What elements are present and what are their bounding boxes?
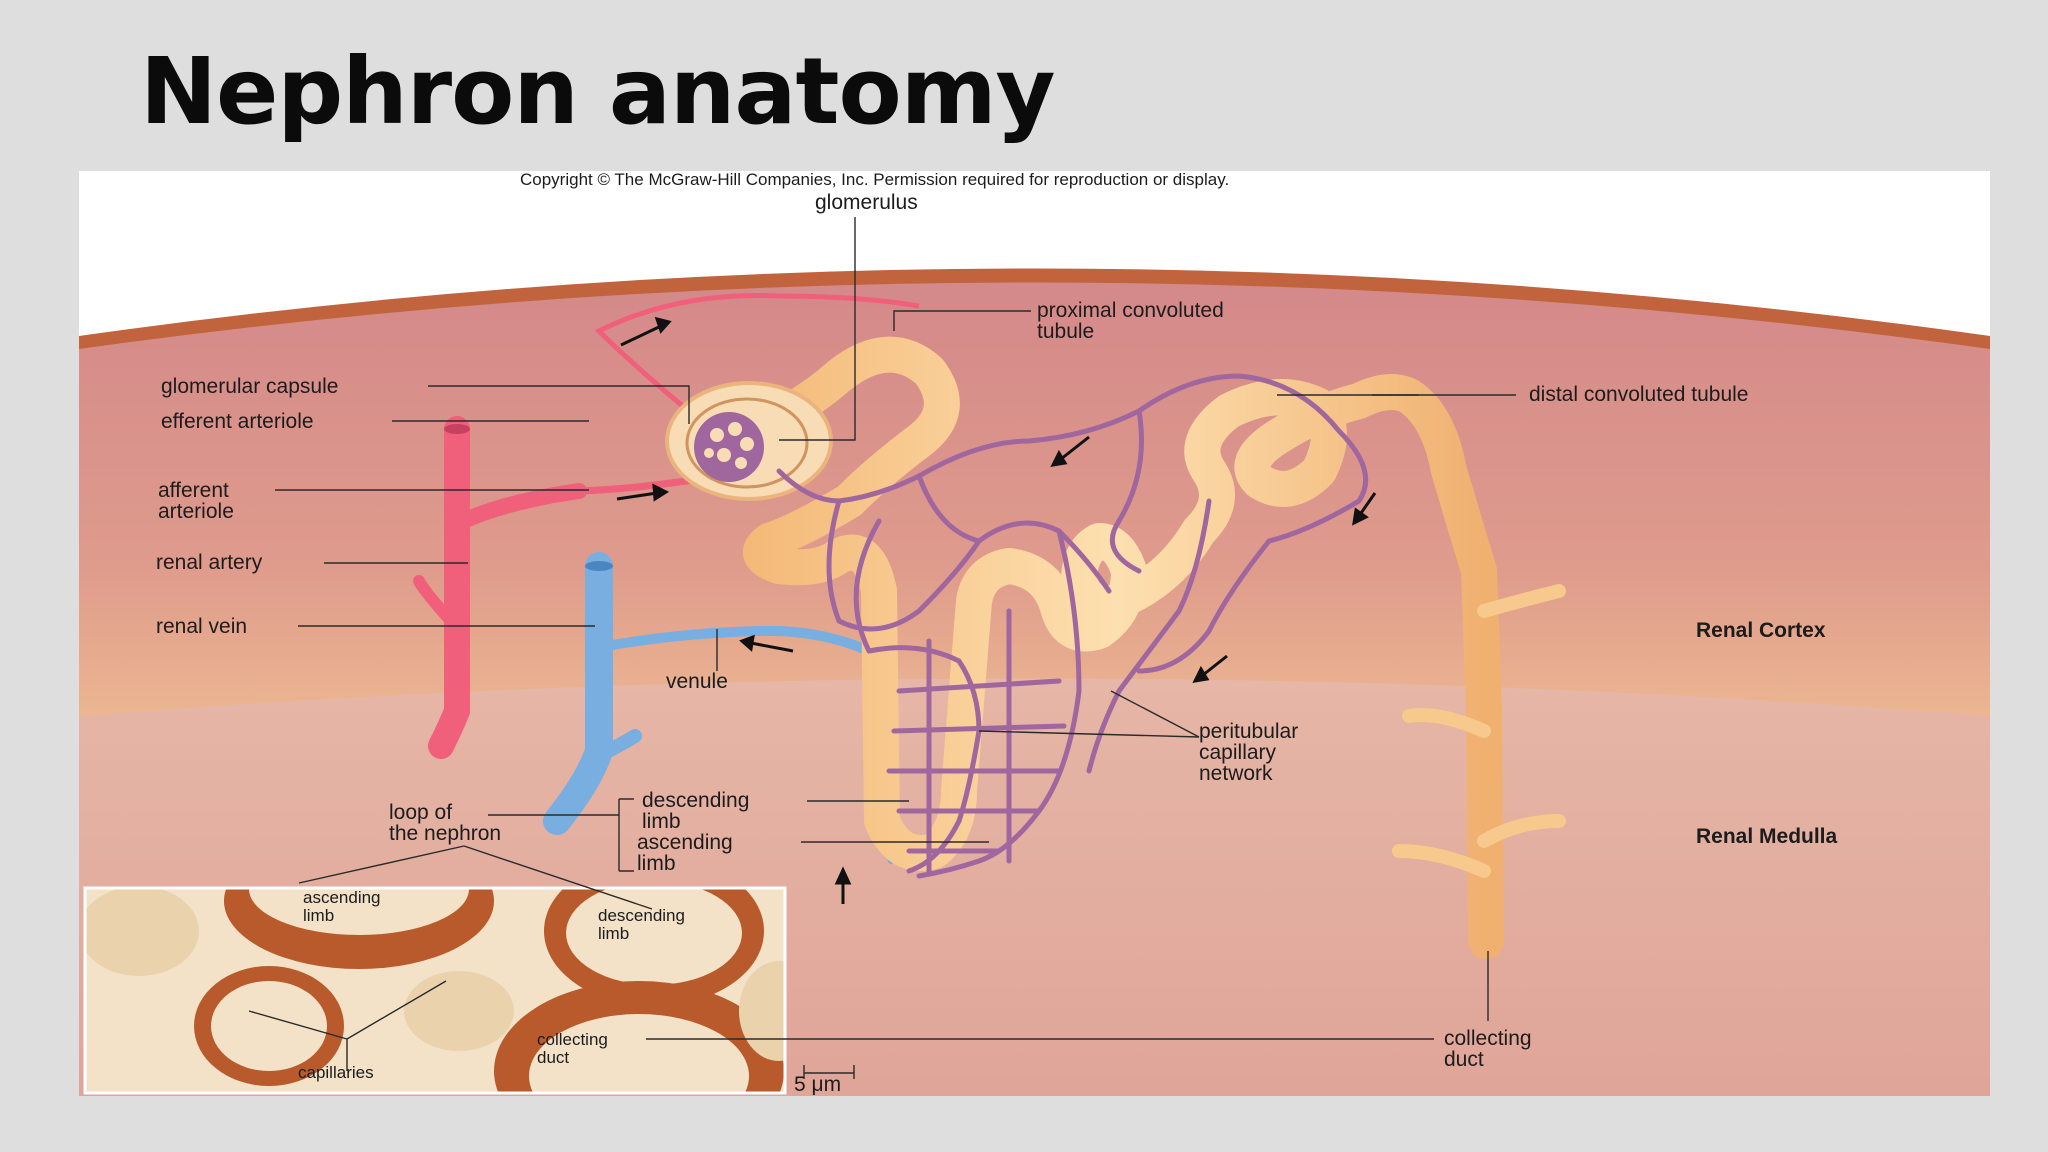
label-peritubular-1: peritubular (1199, 720, 1298, 743)
label-peritubular-2: capillary (1199, 741, 1277, 764)
label-peritubular-3: network (1199, 762, 1273, 785)
collecting-duct-shape (1392, 584, 1566, 878)
label-loop-2: the nephron (389, 822, 501, 845)
label-renal-cortex: Renal Cortex (1696, 619, 1826, 642)
inset-label-collecting-2: duct (537, 1048, 569, 1067)
flow-arrows (616, 316, 1377, 904)
inset-label-collecting-1: collecting (537, 1030, 608, 1049)
inset-label-ascending-2: limb (303, 906, 334, 925)
label-renal-vein: renal vein (156, 615, 247, 638)
inset-label-ascending-1: ascending (303, 888, 381, 907)
label-glomerulus: glomerulus (815, 191, 918, 214)
glomerulus-shape (665, 381, 833, 501)
label-afferent-2: arteriole (158, 500, 234, 523)
slide-title: Nephron anatomy (140, 38, 1056, 145)
label-ascending-1: ascending (637, 831, 733, 854)
label-descending-1: descending (642, 789, 749, 812)
peritubular-capillary-shape (776, 373, 1369, 879)
renal-artery-shape (413, 416, 587, 759)
inset-scale-label: 5 μm (794, 1073, 841, 1096)
label-descending-2: limb (642, 810, 681, 833)
micrograph-inset (85, 888, 785, 1093)
label-dct: distal convoluted tubule (1529, 383, 1749, 406)
label-loop-1: loop of (389, 801, 452, 824)
label-renal-artery: renal artery (156, 551, 263, 574)
label-afferent-1: afferent (158, 479, 229, 502)
label-collecting-2: duct (1444, 1048, 1484, 1071)
label-efferent-arteriole: efferent arteriole (161, 410, 314, 433)
inset-label-capillaries: capillaries (298, 1063, 374, 1082)
label-renal-medulla: Renal Medulla (1696, 825, 1838, 848)
label-ascending-2: limb (637, 852, 676, 875)
nephron-figure: Copyright © The McGraw-Hill Companies, I… (79, 171, 1990, 1096)
inset-label-descending-1: descending (598, 906, 685, 925)
label-collecting-1: collecting (1444, 1027, 1532, 1050)
label-venule: venule (666, 670, 728, 693)
label-glomerular-capsule: glomerular capsule (161, 375, 338, 398)
copyright-text: Copyright © The McGraw-Hill Companies, I… (520, 171, 1229, 189)
scale-bar (803, 1065, 855, 1079)
nephron-diagram: Copyright © The McGraw-Hill Companies, I… (79, 171, 1990, 1096)
label-pct-1: proximal convoluted (1037, 299, 1224, 322)
label-pct-2: tubule (1037, 320, 1094, 343)
inset-label-descending-2: limb (598, 924, 629, 943)
